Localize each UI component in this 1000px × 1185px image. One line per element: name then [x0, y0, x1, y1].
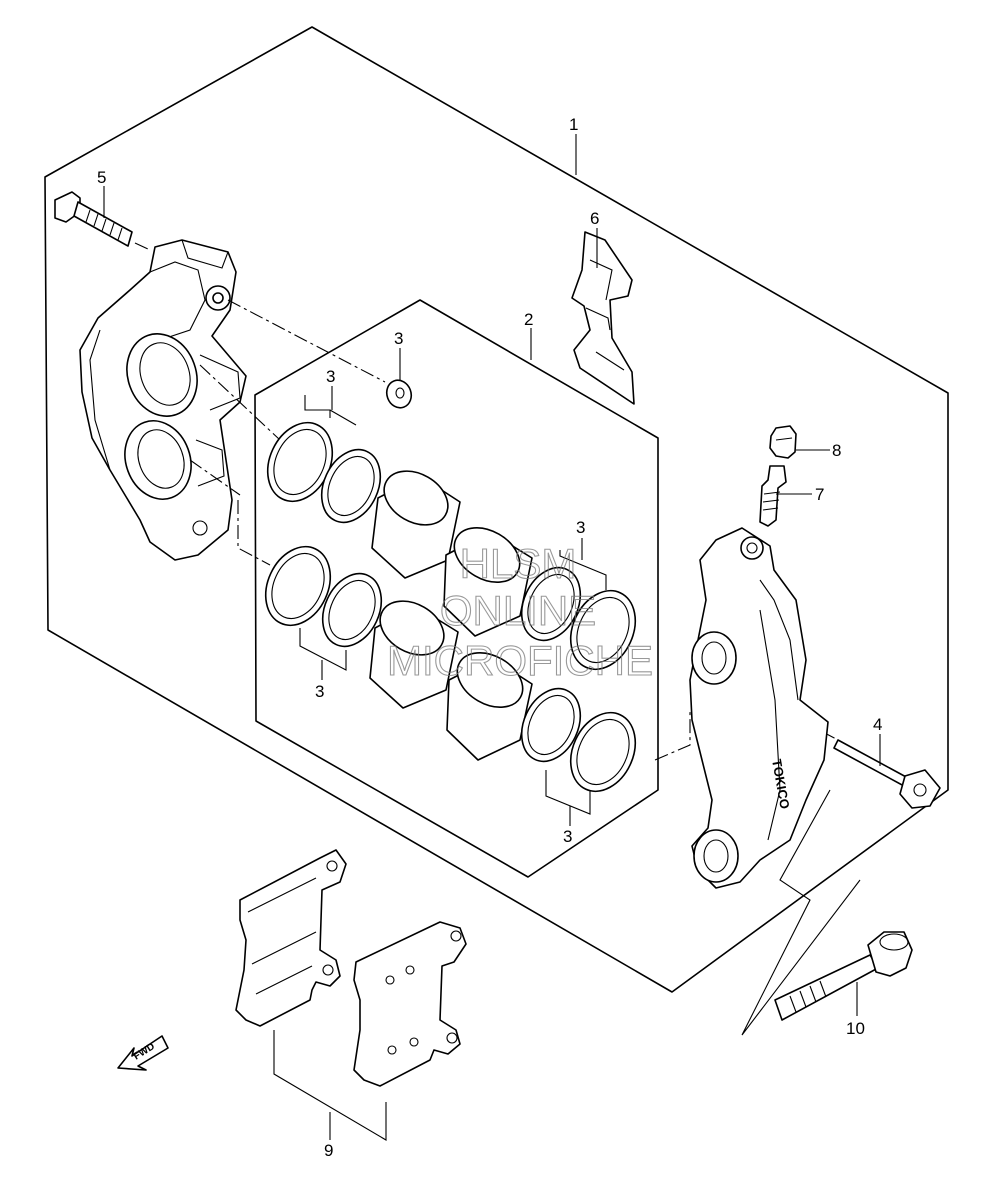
seal-set-lower-right [520, 687, 637, 793]
axis-line-mid1 [199, 364, 281, 441]
caliper-right-half: TOKICO [689, 527, 829, 889]
callout-3-upper-right: 3 [576, 518, 585, 537]
brake-pad-9a [235, 849, 347, 1027]
fwd-arrow-icon: FWD [117, 1035, 169, 1071]
pad-spring-6 [571, 231, 635, 405]
bolt-5 [54, 191, 133, 247]
callout-4: 4 [873, 715, 882, 734]
axis-line-bolt5 [134, 242, 151, 251]
watermark-line-2: ONLINE [440, 587, 596, 634]
callout-7: 7 [815, 485, 824, 504]
callout-8: 8 [832, 441, 841, 460]
callout-1: 1 [569, 115, 578, 134]
axis-line-mid2 [189, 459, 241, 496]
callout-3-upper-left: 3 [326, 367, 335, 386]
axis-line-lower [237, 500, 271, 566]
callout-3-washer: 3 [394, 329, 403, 348]
bleeder-valve-7 [759, 465, 787, 527]
assembly-outline [44, 26, 949, 993]
pad-pin-4 [833, 739, 941, 809]
caliper-left-half [79, 239, 247, 561]
seal-set-upper-right [520, 566, 637, 671]
piston-kit-outline [254, 299, 659, 878]
callout-5: 5 [97, 168, 106, 187]
bleeder-cap-8 [769, 425, 797, 459]
piston-lower-right [446, 652, 533, 761]
bracket-seals-lower-left [299, 628, 347, 671]
disc-indicator-line [741, 789, 861, 1036]
mounting-bolt-10 [774, 931, 913, 1021]
watermark-line-1: HLSM [460, 540, 577, 587]
bracket-seals-upper-left [304, 395, 357, 426]
piston-upper-left [371, 470, 461, 579]
seal-set-upper-left [266, 421, 382, 524]
watermark-line-3: MICROFICHE [387, 637, 653, 684]
bracket-seals-upper-right [559, 550, 607, 590]
callout-10: 10 [846, 1019, 865, 1038]
piston-upper-right [443, 527, 533, 637]
washer-3 [385, 379, 413, 409]
seal-set-lower-left [264, 545, 383, 648]
callout-3-lower-right: 3 [563, 827, 572, 846]
piston-lower-left [369, 600, 459, 709]
callout-6: 6 [590, 209, 599, 228]
brake-pad-9b [353, 921, 467, 1087]
callout-9: 9 [324, 1141, 333, 1160]
callout-2: 2 [524, 310, 533, 329]
axis-line-upper [227, 299, 386, 383]
bracket-pads-9 [273, 1030, 387, 1141]
watermark: HLSM ONLINE MICROFICHE [386, 539, 653, 684]
bracket-seals-lower-right [545, 770, 591, 815]
callout-3-lower-left: 3 [315, 682, 324, 701]
